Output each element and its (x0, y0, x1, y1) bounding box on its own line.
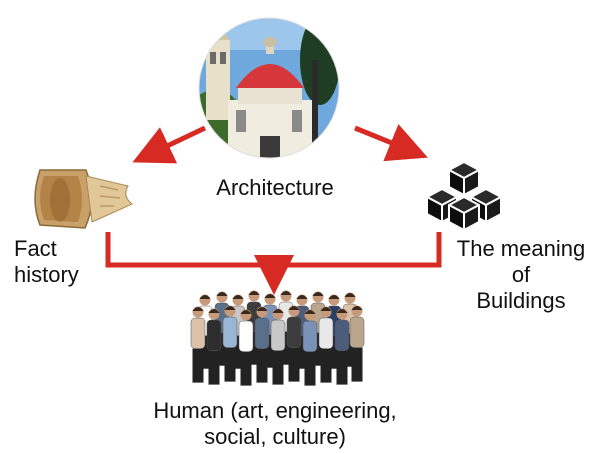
fact-history-line2: history (14, 262, 79, 287)
domed-building-photo-icon (198, 17, 340, 159)
fact-history-line1: Fact (14, 236, 57, 261)
fact-history-label: Fact history (14, 236, 79, 288)
meaning-line3: Buildings (476, 288, 566, 313)
human-label: Human (art, engineering, social, culture… (120, 398, 430, 450)
connector-bracket (105, 232, 442, 268)
architecture-label: Architecture (216, 175, 334, 200)
arrow-to-meaning (354, 124, 428, 162)
group-of-people-icon (190, 290, 365, 386)
meaning-of-buildings-label: The meaning of Buildings (446, 236, 596, 314)
human-line1: Human (art, engineering, (153, 398, 397, 423)
ancient-scroll-icon (34, 169, 133, 229)
meaning-line1: The meaning (456, 236, 586, 261)
stacked-cubes-icon (426, 161, 502, 231)
arrow-to-fact-history (132, 125, 207, 164)
meaning-line2: of (511, 262, 531, 287)
human-line2: social, culture) (204, 424, 346, 449)
